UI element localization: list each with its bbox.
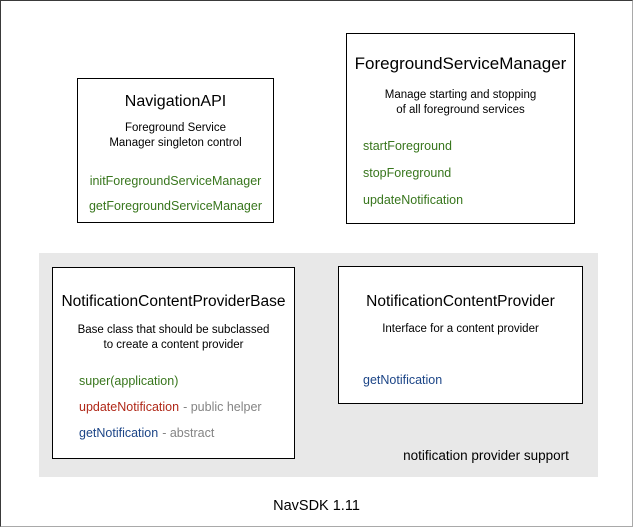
method-list: getNotification [339, 367, 582, 393]
method-super-application: super(application) [79, 368, 294, 394]
method-list: initForegroundServiceManager getForegrou… [78, 169, 273, 219]
class-description-line: Base class that should be subclassed [77, 324, 270, 336]
method-get-foreground-service-manager: getForegroundServiceManager [78, 194, 273, 219]
method-note: - abstract [162, 426, 215, 440]
method-init-foreground-service-manager: initForegroundServiceManager [78, 169, 273, 194]
class-title: NotificationContentProviderBase [61, 293, 286, 310]
class-description-line: Manage starting and stopping [384, 89, 537, 101]
method-stop-foreground: stopForeground [363, 160, 574, 187]
method-name: getNotification [363, 373, 443, 387]
method-get-notification: getNotification- abstract [79, 420, 294, 446]
sdk-version-caption: NavSDK 1.11 [273, 498, 360, 514]
method-update-notification: updateNotification [363, 187, 574, 214]
method-start-foreground: startForeground [363, 133, 574, 160]
class-box-notification-content-provider: NotificationContentProvider Interface fo… [338, 266, 583, 404]
class-title: ForegroundServiceManager [354, 54, 567, 73]
method-name: startForeground [363, 139, 452, 153]
method-name: stopForeground [363, 166, 452, 180]
method-name: super(application) [79, 374, 179, 388]
class-box-navigation-api: NavigationAPI Foreground Service Manager… [77, 78, 274, 223]
class-description: Base class that should be subclassed to … [53, 323, 294, 353]
class-description-line: of all foreground services [396, 104, 525, 116]
class-description: Foreground Service Manager singleton con… [78, 121, 273, 151]
method-list: startForeground stopForeground updateNot… [347, 133, 574, 214]
method-update-notification: updateNotification- public helper [79, 394, 294, 420]
class-description: Manage starting and stopping of all fore… [347, 88, 574, 118]
class-box-notification-content-provider-base: NotificationContentProviderBase Base cla… [52, 267, 295, 459]
method-name: getNotification [79, 426, 159, 440]
method-note: - public helper [183, 400, 262, 414]
class-description-line: Foreground Service [125, 122, 226, 134]
method-name: initForegroundServiceManager [89, 174, 262, 188]
method-name: updateNotification [363, 193, 464, 207]
class-box-foreground-service-manager: ForegroundServiceManager Manage starting… [346, 33, 575, 224]
class-description: Interface for a content provider [339, 322, 582, 337]
method-list: super(application) updateNotification- p… [53, 368, 294, 446]
class-description-line: Manager singleton control [109, 137, 242, 149]
class-description-line: to create a content provider [103, 339, 244, 351]
method-get-notification: getNotification [363, 367, 582, 393]
method-name: getForegroundServiceManager [88, 199, 263, 213]
group-label: notification provider support [403, 448, 569, 463]
class-description-line: Interface for a content provider [382, 323, 539, 335]
class-title: NotificationContentProvider [366, 293, 555, 310]
method-name: updateNotification [79, 400, 180, 414]
class-title: NavigationAPI [124, 93, 227, 110]
